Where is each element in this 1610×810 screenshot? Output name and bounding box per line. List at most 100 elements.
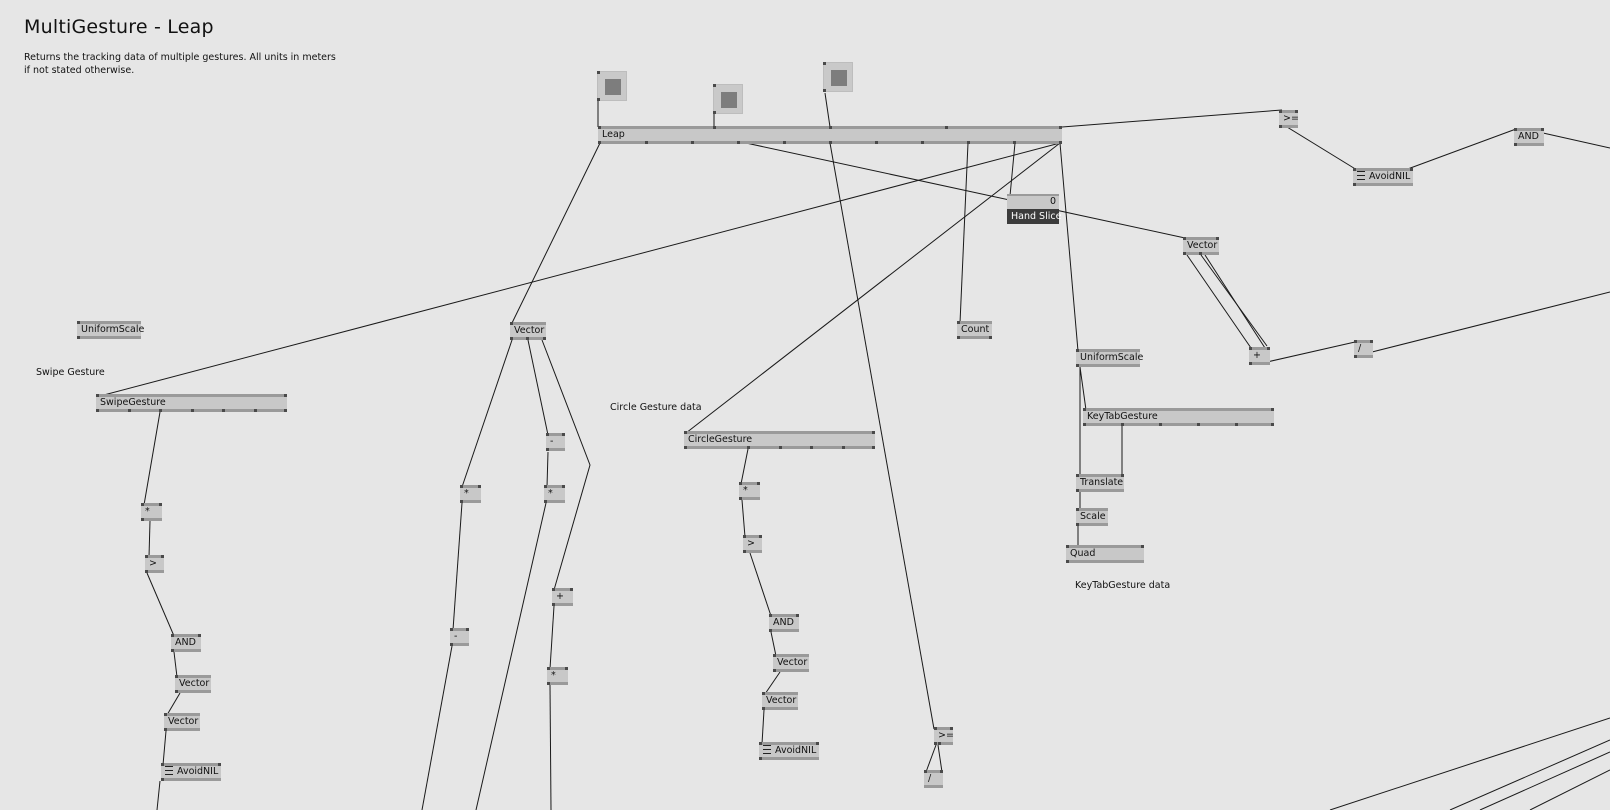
pin[interactable] bbox=[1249, 362, 1252, 365]
pin[interactable] bbox=[284, 409, 287, 412]
pin[interactable] bbox=[450, 628, 453, 631]
pin[interactable] bbox=[570, 588, 573, 591]
pin[interactable] bbox=[450, 643, 453, 646]
pin[interactable] bbox=[161, 555, 164, 558]
node-swipe-and[interactable]: AND bbox=[171, 634, 201, 652]
pin[interactable] bbox=[769, 614, 772, 617]
pin[interactable] bbox=[141, 518, 144, 521]
pin[interactable] bbox=[759, 535, 762, 538]
node-div-right[interactable]: / bbox=[1354, 340, 1373, 358]
node-circlegesture[interactable]: CircleGesture bbox=[684, 431, 875, 449]
pin[interactable] bbox=[128, 409, 131, 412]
pin[interactable] bbox=[934, 742, 937, 745]
pin[interactable] bbox=[552, 588, 555, 591]
pin[interactable] bbox=[1076, 523, 1079, 526]
pin[interactable] bbox=[823, 89, 826, 92]
pin[interactable] bbox=[739, 497, 742, 500]
pin[interactable] bbox=[940, 770, 943, 773]
pin[interactable] bbox=[743, 550, 746, 553]
pin[interactable] bbox=[1353, 183, 1356, 186]
node-and-top[interactable]: AND bbox=[1514, 128, 1544, 146]
node-swipe-vector-1[interactable]: Vector bbox=[175, 675, 211, 693]
pin[interactable] bbox=[757, 482, 760, 485]
pin[interactable] bbox=[96, 394, 99, 397]
node-circle-gt[interactable]: > bbox=[743, 535, 762, 553]
bang-button-1[interactable] bbox=[597, 71, 627, 101]
pin[interactable] bbox=[284, 394, 287, 397]
pin[interactable] bbox=[1083, 408, 1086, 411]
pin[interactable] bbox=[921, 141, 924, 144]
pin[interactable] bbox=[759, 742, 762, 745]
pin[interactable] bbox=[171, 649, 174, 652]
pin[interactable] bbox=[1076, 349, 1079, 352]
pin[interactable] bbox=[254, 409, 257, 412]
pin[interactable] bbox=[562, 485, 565, 488]
pin[interactable] bbox=[747, 446, 750, 449]
pin[interactable] bbox=[222, 409, 225, 412]
pin[interactable] bbox=[544, 485, 547, 488]
pin[interactable] bbox=[1514, 143, 1517, 146]
pin[interactable] bbox=[762, 707, 765, 710]
node-swipe-gt[interactable]: > bbox=[145, 555, 164, 573]
pin[interactable] bbox=[597, 98, 600, 101]
pin[interactable] bbox=[145, 570, 148, 573]
pin[interactable] bbox=[198, 634, 201, 637]
pin[interactable] bbox=[773, 669, 776, 672]
pin[interactable] bbox=[460, 500, 463, 503]
pin[interactable] bbox=[145, 555, 148, 558]
node-hand-slice[interactable]: Hand Slice bbox=[1007, 209, 1061, 224]
pin[interactable] bbox=[1059, 126, 1062, 129]
pin[interactable] bbox=[684, 431, 687, 434]
pin[interactable] bbox=[967, 141, 970, 144]
pin[interactable] bbox=[1059, 141, 1062, 144]
pin[interactable] bbox=[547, 682, 550, 685]
pin[interactable] bbox=[759, 757, 762, 760]
pin[interactable] bbox=[544, 500, 547, 503]
node-swipe-avoidnil[interactable]: AvoidNIL bbox=[161, 763, 221, 781]
node-mul-a[interactable]: * bbox=[460, 485, 481, 503]
node-count[interactable]: Count bbox=[957, 321, 992, 339]
node-circle-and[interactable]: AND bbox=[769, 614, 799, 632]
pin[interactable] bbox=[691, 141, 694, 144]
pin[interactable] bbox=[1354, 355, 1357, 358]
node-quad[interactable]: Quad bbox=[1066, 545, 1144, 563]
node-circle-avoidnil[interactable]: AvoidNIL bbox=[759, 742, 819, 760]
iobox-value[interactable]: 0 bbox=[1007, 194, 1059, 209]
pin[interactable] bbox=[938, 742, 941, 745]
pin[interactable] bbox=[816, 742, 819, 745]
bang-button-3[interactable] bbox=[823, 62, 853, 92]
bang-button-2[interactable] bbox=[713, 84, 743, 114]
pin[interactable] bbox=[713, 111, 716, 114]
pin[interactable] bbox=[1159, 423, 1162, 426]
node-mul-b[interactable]: * bbox=[544, 485, 565, 503]
node-swipe-mul[interactable]: * bbox=[141, 503, 162, 521]
pin[interactable] bbox=[546, 448, 549, 451]
pin[interactable] bbox=[1235, 423, 1238, 426]
pin[interactable] bbox=[547, 667, 550, 670]
pin[interactable] bbox=[769, 629, 772, 632]
node-ge-bottom[interactable]: >= bbox=[934, 727, 954, 745]
pin[interactable] bbox=[783, 141, 786, 144]
node-swipe-vector-2[interactable]: Vector bbox=[164, 713, 200, 731]
pin[interactable] bbox=[552, 603, 555, 606]
pin[interactable] bbox=[175, 690, 178, 693]
pin[interactable] bbox=[737, 141, 740, 144]
pin[interactable] bbox=[872, 431, 875, 434]
node-minus-a[interactable]: - bbox=[546, 433, 565, 451]
pin[interactable] bbox=[1183, 252, 1186, 255]
pin[interactable] bbox=[510, 322, 513, 325]
pin[interactable] bbox=[1013, 141, 1016, 144]
pin[interactable] bbox=[77, 336, 80, 339]
pin[interactable] bbox=[1410, 168, 1413, 171]
node-circle-vector-2[interactable]: Vector bbox=[762, 692, 798, 710]
pin[interactable] bbox=[546, 433, 549, 436]
pin[interactable] bbox=[950, 727, 953, 730]
pin[interactable] bbox=[1066, 560, 1069, 563]
pin[interactable] bbox=[164, 713, 167, 716]
pin[interactable] bbox=[1279, 125, 1282, 128]
pin[interactable] bbox=[934, 727, 937, 730]
pin[interactable] bbox=[713, 84, 716, 87]
pin[interactable] bbox=[1354, 340, 1357, 343]
pin[interactable] bbox=[1541, 128, 1544, 131]
node-avoidnil-top[interactable]: AvoidNIL bbox=[1353, 168, 1413, 186]
